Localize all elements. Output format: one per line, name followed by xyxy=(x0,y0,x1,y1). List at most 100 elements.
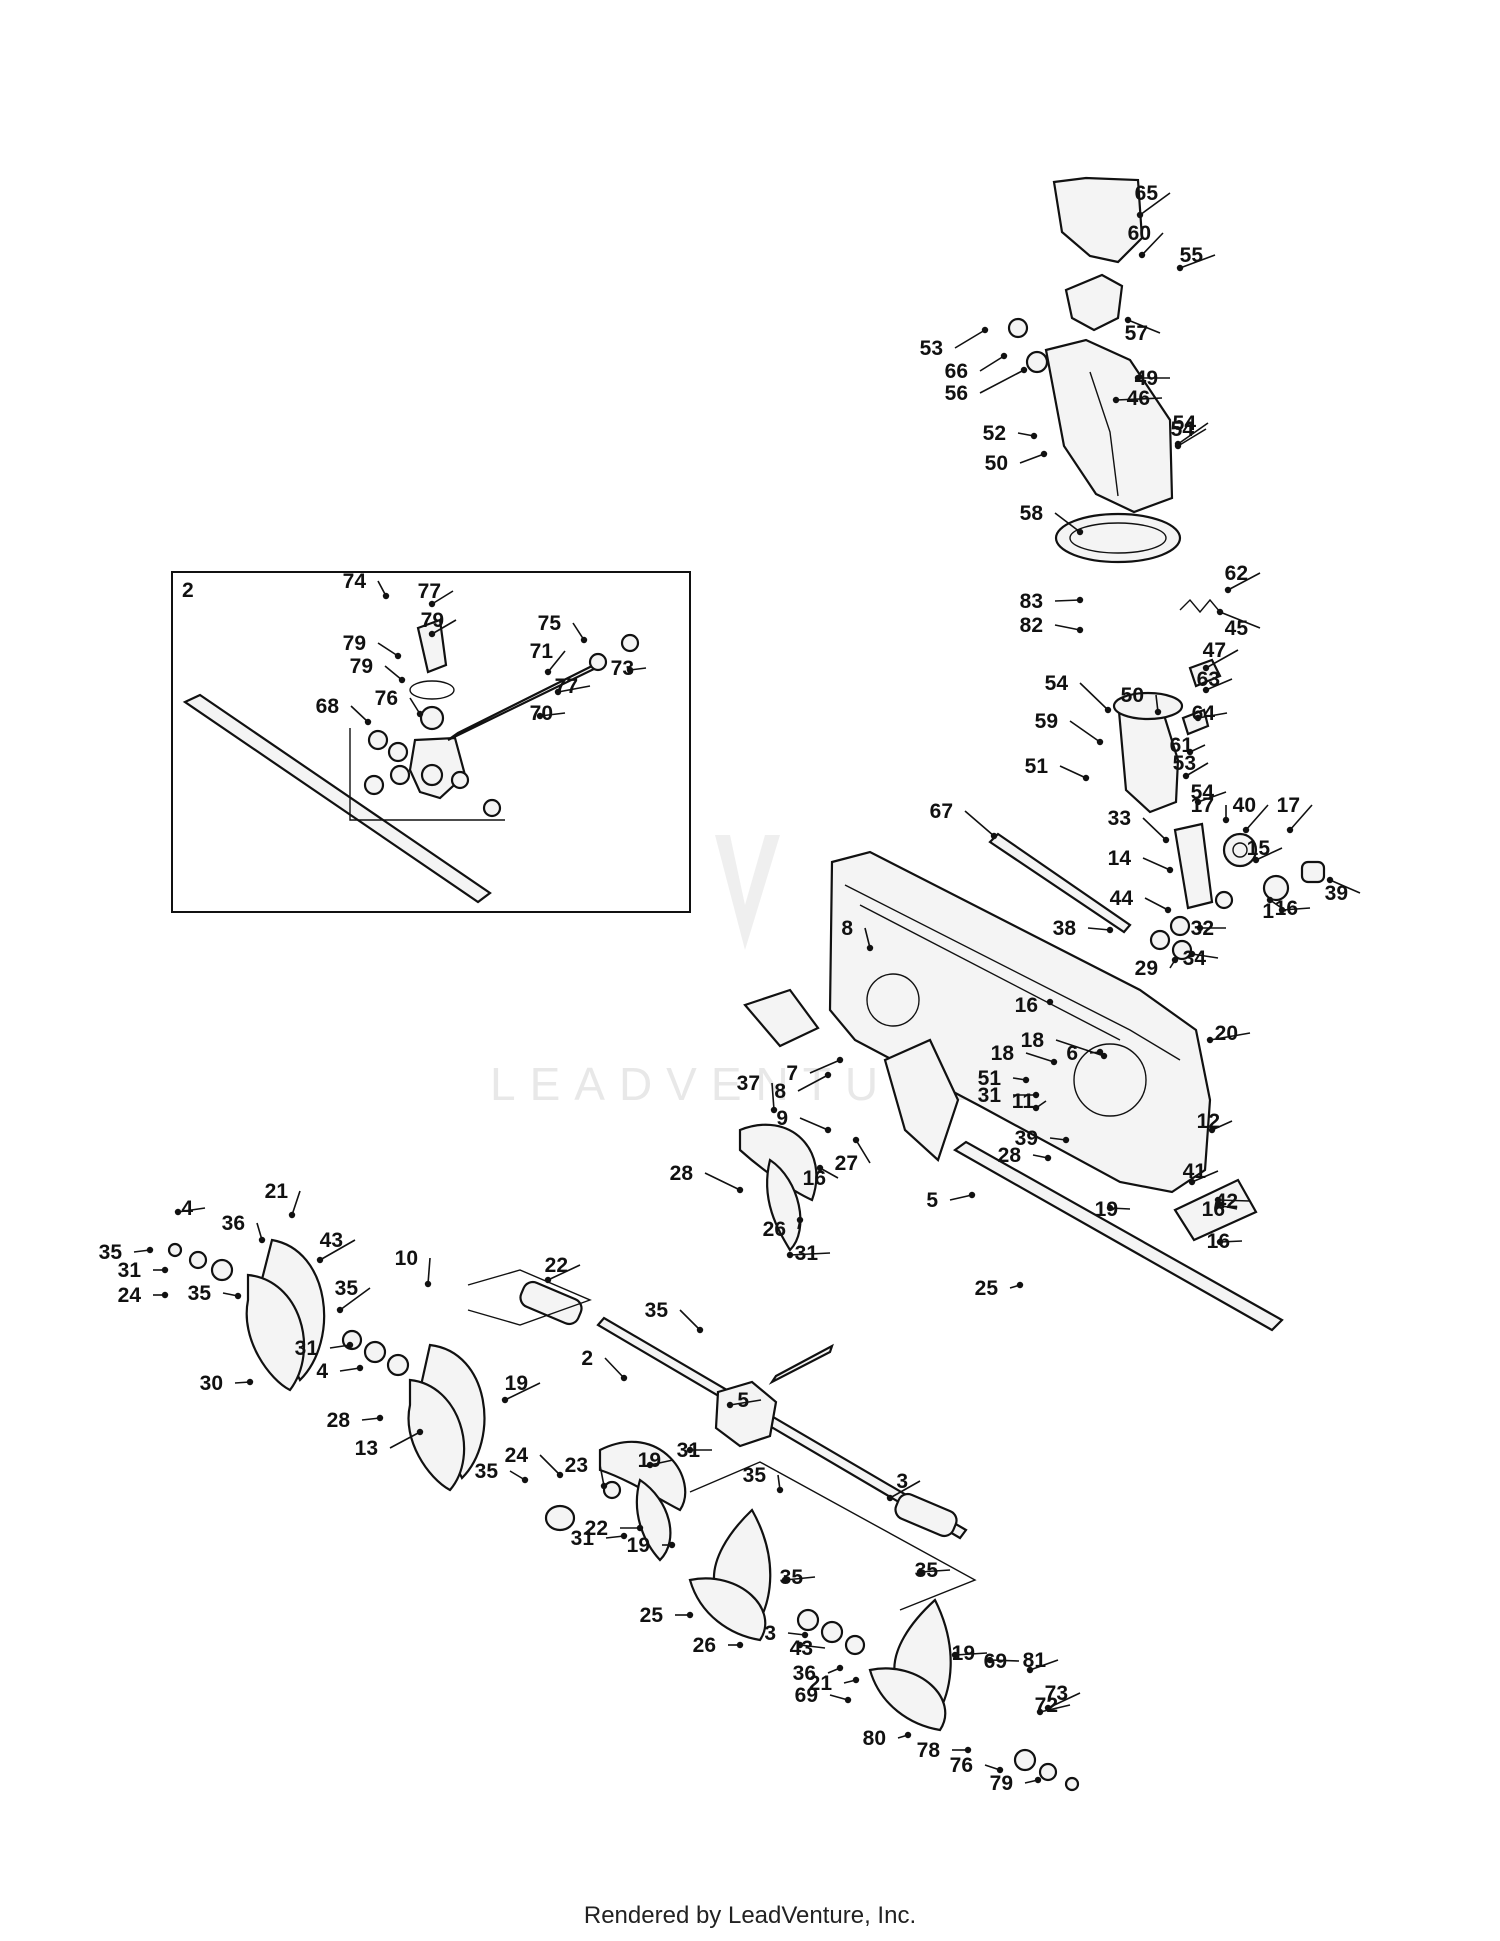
part-number-label: 31 xyxy=(677,1439,701,1462)
callout-19: 19 xyxy=(501,1372,541,1404)
callout-7: 7 xyxy=(786,1056,844,1085)
part-number-label: 2 xyxy=(581,1347,593,1370)
leader-line xyxy=(1087,927,1111,931)
leader-dot xyxy=(364,718,372,726)
callout-26: 26 xyxy=(763,1216,804,1241)
part-number-label: 25 xyxy=(640,1604,664,1627)
callout-44: 44 xyxy=(1110,887,1172,914)
footer-credit: Rendered by LeadVenture, Inc. xyxy=(583,1902,917,1929)
leader-dot xyxy=(174,1208,182,1216)
leader-line xyxy=(789,1252,831,1256)
callout-79: 79 xyxy=(421,609,457,638)
leader-dot xyxy=(1194,798,1202,806)
leader-line xyxy=(539,1454,561,1476)
callout-2: 2 xyxy=(581,1347,628,1382)
callout-18: 18 xyxy=(1021,1029,1108,1060)
callout-46: 46 xyxy=(1112,387,1163,410)
leader-dot xyxy=(1062,1136,1070,1144)
part-number-label: 9 xyxy=(776,1107,788,1130)
part-number-label: 36 xyxy=(793,1662,816,1685)
leader-line xyxy=(1191,953,1219,959)
leader-dot xyxy=(1162,836,1170,844)
leader-dot xyxy=(1076,626,1084,634)
part-number-label: 46 xyxy=(1127,387,1150,410)
callout-16: 16 xyxy=(1207,1230,1243,1253)
callout-57: 57 xyxy=(1125,316,1161,345)
leader-dot xyxy=(1044,1154,1052,1162)
callout-53: 53 xyxy=(920,326,989,360)
leader-dot xyxy=(836,1056,844,1064)
leader-dot xyxy=(1188,1178,1196,1186)
part-number-label: 79 xyxy=(343,632,366,655)
part-number-label: 76 xyxy=(375,687,398,710)
callout-35: 35 xyxy=(915,1559,951,1582)
leader-dot xyxy=(1104,706,1112,714)
part-number-label: 22 xyxy=(545,1254,568,1277)
leader-dot xyxy=(1106,926,1114,934)
leader-dot xyxy=(288,1211,296,1219)
leader-line xyxy=(604,1357,625,1379)
leader-dot xyxy=(736,1641,744,1649)
callout-31: 31 xyxy=(295,1337,354,1360)
callout-50: 50 xyxy=(985,450,1048,475)
part-number-label: 19 xyxy=(1095,1198,1118,1221)
part-number-label: 19 xyxy=(505,1372,528,1395)
callout-19: 19 xyxy=(952,1642,988,1665)
part-number-label: 79 xyxy=(350,655,373,678)
part-number-label: 55 xyxy=(1180,244,1204,267)
leader-line xyxy=(704,1172,741,1191)
callout-17: 17 xyxy=(1191,794,1230,824)
leader-dot xyxy=(428,600,436,608)
callout-28: 28 xyxy=(327,1409,384,1432)
part-number-label: 18 xyxy=(991,1042,1015,1065)
part-number-label: 52 xyxy=(983,422,1006,445)
callout-69: 69 xyxy=(984,1650,1020,1673)
part-number-label: 31 xyxy=(978,1084,1002,1107)
leader-dot xyxy=(1266,896,1274,904)
leader-dot xyxy=(1022,1076,1030,1084)
leader-dot xyxy=(1188,950,1196,958)
leader-dot xyxy=(796,1641,804,1649)
leader-line xyxy=(291,1190,301,1216)
callout-24: 24 xyxy=(118,1284,169,1307)
leader-dot xyxy=(1222,816,1230,824)
part-number-label: 35 xyxy=(780,1566,804,1589)
leader-line xyxy=(1029,1659,1059,1671)
leader-line xyxy=(1139,192,1171,216)
callout-4: 4 xyxy=(316,1360,364,1383)
part-number-label: 24 xyxy=(505,1444,529,1467)
leader-dot xyxy=(1202,664,1210,672)
leader-line xyxy=(1144,897,1169,911)
callout-9: 9 xyxy=(776,1107,832,1134)
leader-line xyxy=(1197,791,1227,803)
leader-line xyxy=(797,1074,829,1092)
leader-line xyxy=(1191,1170,1219,1183)
callout-28: 28 xyxy=(670,1162,744,1194)
part-number-label: 71 xyxy=(530,640,554,663)
leader-dot xyxy=(1164,906,1172,914)
leader-line xyxy=(377,642,399,657)
leader-dot xyxy=(161,1291,169,1299)
leader-dot xyxy=(1206,1036,1214,1044)
leader-line xyxy=(319,1239,356,1261)
leader-dot xyxy=(726,1401,734,1409)
callout-6: 6 xyxy=(1066,1042,1104,1065)
leader-line xyxy=(979,355,1005,372)
leader-dot xyxy=(1202,686,1210,694)
watermark-logo-icon xyxy=(715,835,780,950)
leader-dot xyxy=(836,1664,844,1672)
callout-13: 13 xyxy=(355,1428,424,1460)
leader-line xyxy=(1185,762,1209,777)
part-number-label: 69 xyxy=(984,1650,1007,1673)
leader-dot xyxy=(686,1611,694,1619)
part-number-label: 44 xyxy=(1110,887,1134,910)
leader-line xyxy=(547,1264,581,1281)
callout-72: 72 xyxy=(1035,1694,1071,1717)
part-number-label: 58 xyxy=(1020,502,1044,525)
callout-37: 37 xyxy=(737,1072,778,1114)
leader-dot xyxy=(1076,596,1084,604)
leader-dot xyxy=(981,326,989,334)
leader-dot xyxy=(1171,956,1179,964)
leader-dot xyxy=(1214,1196,1222,1204)
callout-63: 63 xyxy=(1197,668,1233,694)
